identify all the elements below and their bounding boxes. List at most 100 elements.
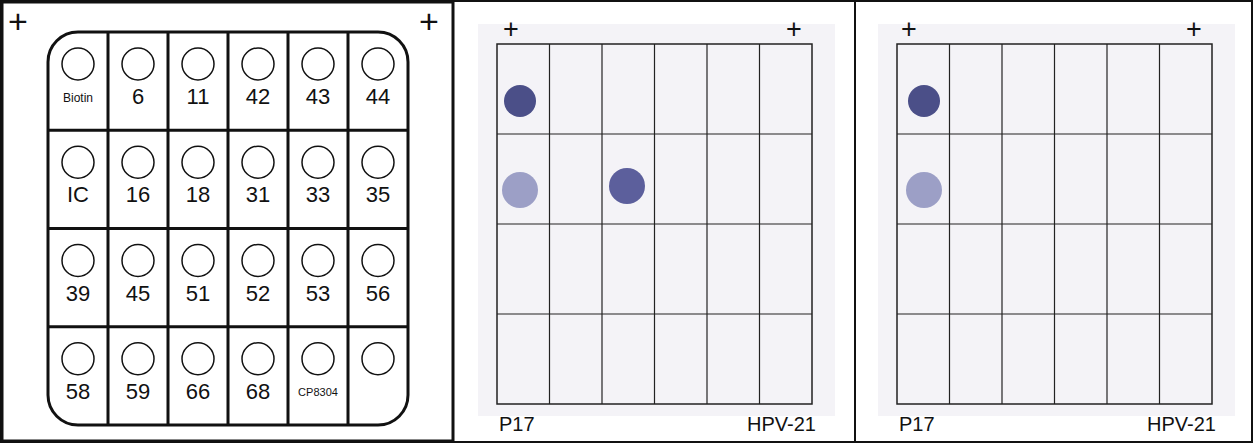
strip-ground xyxy=(878,24,1235,416)
strip-grid xyxy=(897,44,1212,404)
probe-cell: 42 xyxy=(228,32,288,130)
probe-spot xyxy=(182,48,214,80)
probe-label: 16 xyxy=(108,184,168,206)
grid-line xyxy=(497,133,812,134)
probe-label: 35 xyxy=(348,184,408,206)
probe-cell: 43 xyxy=(288,32,348,130)
orientation-mark: + xyxy=(419,4,439,38)
probe-cell: 51 xyxy=(168,229,228,327)
grid-line xyxy=(497,223,812,224)
strip-ground xyxy=(478,24,835,416)
probe-spot xyxy=(182,343,214,375)
probe-label: 43 xyxy=(288,86,348,108)
probe-label: 52 xyxy=(228,283,288,305)
probe-spot xyxy=(362,343,394,375)
grid-line xyxy=(897,133,1212,134)
probe-cell: Biotin xyxy=(48,32,108,130)
probe-cell: 45 xyxy=(108,229,168,327)
probe-spot xyxy=(62,343,94,375)
grid-line xyxy=(48,129,408,132)
probe-label: 39 xyxy=(48,283,108,305)
probe-spot xyxy=(62,245,94,277)
probe-spot xyxy=(242,48,274,80)
probe-label: 31 xyxy=(228,184,288,206)
probe-label: 58 xyxy=(48,381,108,403)
probe-spot xyxy=(302,343,334,375)
orientation-mark: + xyxy=(503,16,519,43)
positive-dot xyxy=(502,172,538,208)
probe-spot xyxy=(122,146,154,178)
probe-spot xyxy=(302,245,334,277)
orientation-mark: + xyxy=(1186,16,1202,43)
probe-spot xyxy=(182,146,214,178)
probe-spot xyxy=(122,343,154,375)
probe-label: 59 xyxy=(108,381,168,403)
strip-grid xyxy=(497,44,812,404)
probe-label: 18 xyxy=(168,184,228,206)
positive-dot xyxy=(504,85,536,117)
probe-spot xyxy=(62,48,94,80)
probe-cell: 52 xyxy=(228,229,288,327)
probe-cell: 11 xyxy=(168,32,228,130)
probe-label: 53 xyxy=(288,283,348,305)
probe-label: IC xyxy=(48,184,108,206)
probe-label: 51 xyxy=(168,283,228,305)
template-outline xyxy=(48,32,408,425)
probe-spot xyxy=(302,48,334,80)
probe-spot xyxy=(242,245,274,277)
orientation-mark: + xyxy=(786,16,802,43)
probe-label: 68 xyxy=(228,381,288,403)
grid-line xyxy=(897,313,1212,314)
strip-label: HPV-21 xyxy=(1147,414,1216,434)
grid-line xyxy=(48,325,408,328)
probe-spot xyxy=(62,146,94,178)
probe-spot xyxy=(242,146,274,178)
probe-cell: 33 xyxy=(288,130,348,228)
probe-label: 33 xyxy=(288,184,348,206)
probe-label: 66 xyxy=(168,381,228,403)
probe-spot xyxy=(302,146,334,178)
probe-cell: 68 xyxy=(228,327,288,425)
orientation-mark: + xyxy=(8,4,28,38)
probe-label: 45 xyxy=(108,283,168,305)
template-panel xyxy=(2,2,453,441)
probe-cell: 39 xyxy=(48,229,108,327)
probe-label: 42 xyxy=(228,86,288,108)
probe-label: CP8304 xyxy=(288,387,348,398)
probe-cell: IC xyxy=(48,130,108,228)
probe-spot xyxy=(242,343,274,375)
probe-label: 44 xyxy=(348,86,408,108)
probe-spot xyxy=(122,245,154,277)
positive-dot xyxy=(906,172,942,208)
grid-line xyxy=(48,227,408,230)
probe-cell: 56 xyxy=(348,229,408,327)
positive-dot xyxy=(908,85,940,117)
probe-cell: 58 xyxy=(48,327,108,425)
probe-cell: 16 xyxy=(108,130,168,228)
probe-spot xyxy=(122,48,154,80)
probe-spot xyxy=(182,245,214,277)
grid-line xyxy=(897,223,1212,224)
probe-cell: 18 xyxy=(168,130,228,228)
probe-spot xyxy=(362,245,394,277)
probe-spot xyxy=(362,146,394,178)
probe-cell: 53 xyxy=(288,229,348,327)
probe-cell: 44 xyxy=(348,32,408,130)
orientation-mark: + xyxy=(901,16,917,43)
strip-label: P17 xyxy=(899,414,935,434)
probe-cell: CP8304 xyxy=(288,327,348,425)
probe-label: 6 xyxy=(108,86,168,108)
positive-dot xyxy=(609,168,645,204)
grid-line xyxy=(497,313,812,314)
probe-cell: 6 xyxy=(108,32,168,130)
probe-label: Biotin xyxy=(48,92,108,104)
probe-cell: 35 xyxy=(348,130,408,228)
probe-label: 11 xyxy=(168,86,228,108)
probe-spot xyxy=(362,48,394,80)
probe-label: 56 xyxy=(348,283,408,305)
panel-divider xyxy=(854,1,856,442)
